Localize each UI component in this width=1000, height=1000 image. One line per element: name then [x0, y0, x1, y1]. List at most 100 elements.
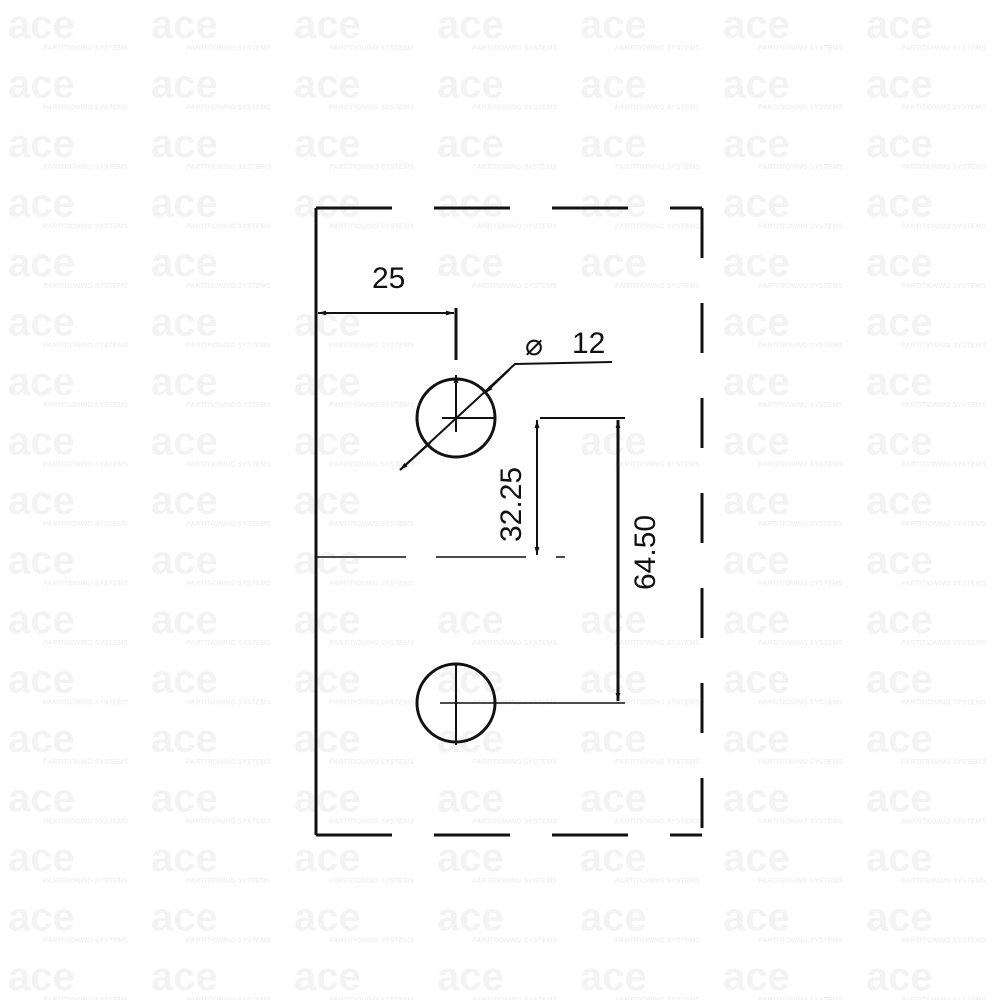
watermark-tagline: PARTITIONING SYSTEMS — [758, 45, 843, 52]
watermark-logo: ace — [294, 896, 361, 940]
watermark-logo: ace — [723, 896, 790, 940]
watermark-logo: ace — [723, 63, 790, 107]
watermark-tagline: PARTITIONING SYSTEMS — [186, 224, 271, 231]
watermark-tagline: PARTITIONING SYSTEMS — [901, 45, 986, 52]
watermark-tagline: PARTITIONING SYSTEMS — [329, 164, 414, 171]
watermark-logo: ace — [580, 717, 647, 761]
watermark-tagline: PARTITIONING SYSTEMS — [615, 105, 700, 112]
watermark-logo: ace — [580, 63, 647, 107]
watermark-tagline: PARTITIONING SYSTEMS — [758, 759, 843, 766]
watermark-logo: ace — [580, 836, 647, 880]
watermark-tagline: PARTITIONING SYSTEMS — [758, 581, 843, 588]
watermark-logo: ace — [437, 3, 504, 47]
watermark-logo: ace — [151, 658, 218, 702]
watermark-tagline: PARTITIONING SYSTEMS — [472, 759, 557, 766]
watermark-tagline: PARTITIONING SYSTEMS — [43, 462, 128, 469]
watermark-logo: ace — [151, 598, 218, 642]
watermark-tagline: PARTITIONING SYSTEMS — [615, 224, 700, 231]
watermark-logo: ace — [294, 955, 361, 999]
watermark-tagline: PARTITIONING SYSTEMS — [472, 224, 557, 231]
watermark-tagline: PARTITIONING SYSTEMS — [329, 700, 414, 707]
watermark-tagline: PARTITIONING SYSTEMS — [901, 759, 986, 766]
watermark-tagline: PARTITIONING SYSTEMS — [186, 997, 271, 1000]
watermark-logo: ace — [8, 836, 75, 880]
watermark-logo: ace — [580, 896, 647, 940]
watermark-logo: ace — [437, 836, 504, 880]
watermark-logo: ace — [151, 3, 218, 47]
watermark-tagline: PARTITIONING SYSTEMS — [758, 164, 843, 171]
watermark-logo: ace — [580, 777, 647, 821]
watermark-logo: ace — [437, 122, 504, 166]
watermark-tagline: PARTITIONING SYSTEMS — [43, 878, 128, 885]
watermark-logo: ace — [294, 3, 361, 47]
watermark-logo: ace — [294, 658, 361, 702]
watermark-tagline: PARTITIONING SYSTEMS — [758, 819, 843, 826]
watermark-logo: ace — [723, 955, 790, 999]
watermark-logo: ace — [8, 3, 75, 47]
watermark-tagline: PARTITIONING SYSTEMS — [901, 521, 986, 528]
diameter-leader-arrow-low — [399, 442, 431, 471]
watermark-tagline: PARTITIONING SYSTEMS — [43, 283, 128, 290]
watermark-logo: ace — [866, 479, 933, 523]
watermark-tagline: PARTITIONING SYSTEMS — [472, 640, 557, 647]
watermark-logo: ace — [866, 539, 933, 583]
watermark-tagline: PARTITIONING SYSTEMS — [186, 462, 271, 469]
watermark-logo: ace — [8, 658, 75, 702]
watermark-tagline: PARTITIONING SYSTEMS — [615, 700, 700, 707]
watermark-logo: ace — [294, 479, 361, 523]
watermark-tagline: PARTITIONING SYSTEMS — [615, 938, 700, 945]
watermark-logo: ace — [151, 777, 218, 821]
watermark-tagline: PARTITIONING SYSTEMS — [186, 45, 271, 52]
watermark-logo: ace — [437, 182, 504, 226]
watermark-logo: ace — [8, 122, 75, 166]
watermark-logo: ace — [723, 241, 790, 285]
watermark-tagline: PARTITIONING SYSTEMS — [329, 343, 414, 350]
watermark-tagline: PARTITIONING SYSTEMS — [901, 224, 986, 231]
watermark-tagline: PARTITIONING SYSTEMS — [901, 164, 986, 171]
dimension-label-25: 25 — [372, 262, 405, 295]
dimension-label-diameter: 12 — [572, 327, 605, 360]
watermark-logo: ace — [151, 836, 218, 880]
watermark-logo: ace — [580, 3, 647, 47]
watermark-logo: ace — [8, 717, 75, 761]
watermark-tagline: PARTITIONING SYSTEMS — [186, 283, 271, 290]
watermark-logo: ace — [723, 836, 790, 880]
watermark-tagline: PARTITIONING SYSTEMS — [615, 462, 700, 469]
watermark-logo: ace — [866, 3, 933, 47]
watermark-tagline: PARTITIONING SYSTEMS — [329, 819, 414, 826]
watermark-logo: ace — [866, 777, 933, 821]
watermark-tagline: PARTITIONING SYSTEMS — [758, 878, 843, 885]
watermark-logo: ace — [151, 479, 218, 523]
watermark-tagline: PARTITIONING SYSTEMS — [186, 759, 271, 766]
watermark-logo: ace — [8, 777, 75, 821]
watermark-logo: ace — [151, 182, 218, 226]
watermark-tagline: PARTITIONING SYSTEMS — [43, 700, 128, 707]
watermark-logo: ace — [151, 301, 218, 345]
watermark-tagline: PARTITIONING SYSTEMS — [43, 938, 128, 945]
watermark-logo: ace — [437, 241, 504, 285]
watermark-logo: ace — [8, 241, 75, 285]
watermark-tagline: PARTITIONING SYSTEMS — [901, 343, 986, 350]
watermark-tagline: PARTITIONING SYSTEMS — [901, 700, 986, 707]
watermark-logo: ace — [723, 598, 790, 642]
watermark-tagline: PARTITIONING SYSTEMS — [615, 759, 700, 766]
watermark-logo: ace — [437, 955, 504, 999]
watermark-logo: ace — [866, 836, 933, 880]
watermark-logo: ace — [151, 420, 218, 464]
watermark-logo: ace — [723, 479, 790, 523]
diameter-leader-arrow-high — [484, 368, 511, 394]
watermark-logo: ace — [866, 301, 933, 345]
watermark-logo: ace — [723, 3, 790, 47]
watermark-logo: ace — [8, 182, 75, 226]
watermark-tagline: PARTITIONING SYSTEMS — [329, 45, 414, 52]
watermark-tagline: PARTITIONING SYSTEMS — [901, 640, 986, 647]
watermark-logo: ace — [866, 63, 933, 107]
watermark-tagline: PARTITIONING SYSTEMS — [758, 283, 843, 290]
watermark-tagline: PARTITIONING SYSTEMS — [43, 164, 128, 171]
watermark-logo: ace — [723, 360, 790, 404]
watermark-tagline: PARTITIONING SYSTEMS — [758, 462, 843, 469]
watermark-logo: ace — [294, 63, 361, 107]
watermark-tagline: PARTITIONING SYSTEMS — [186, 105, 271, 112]
watermark-tagline: PARTITIONING SYSTEMS — [186, 521, 271, 528]
watermark-logo: ace — [151, 955, 218, 999]
